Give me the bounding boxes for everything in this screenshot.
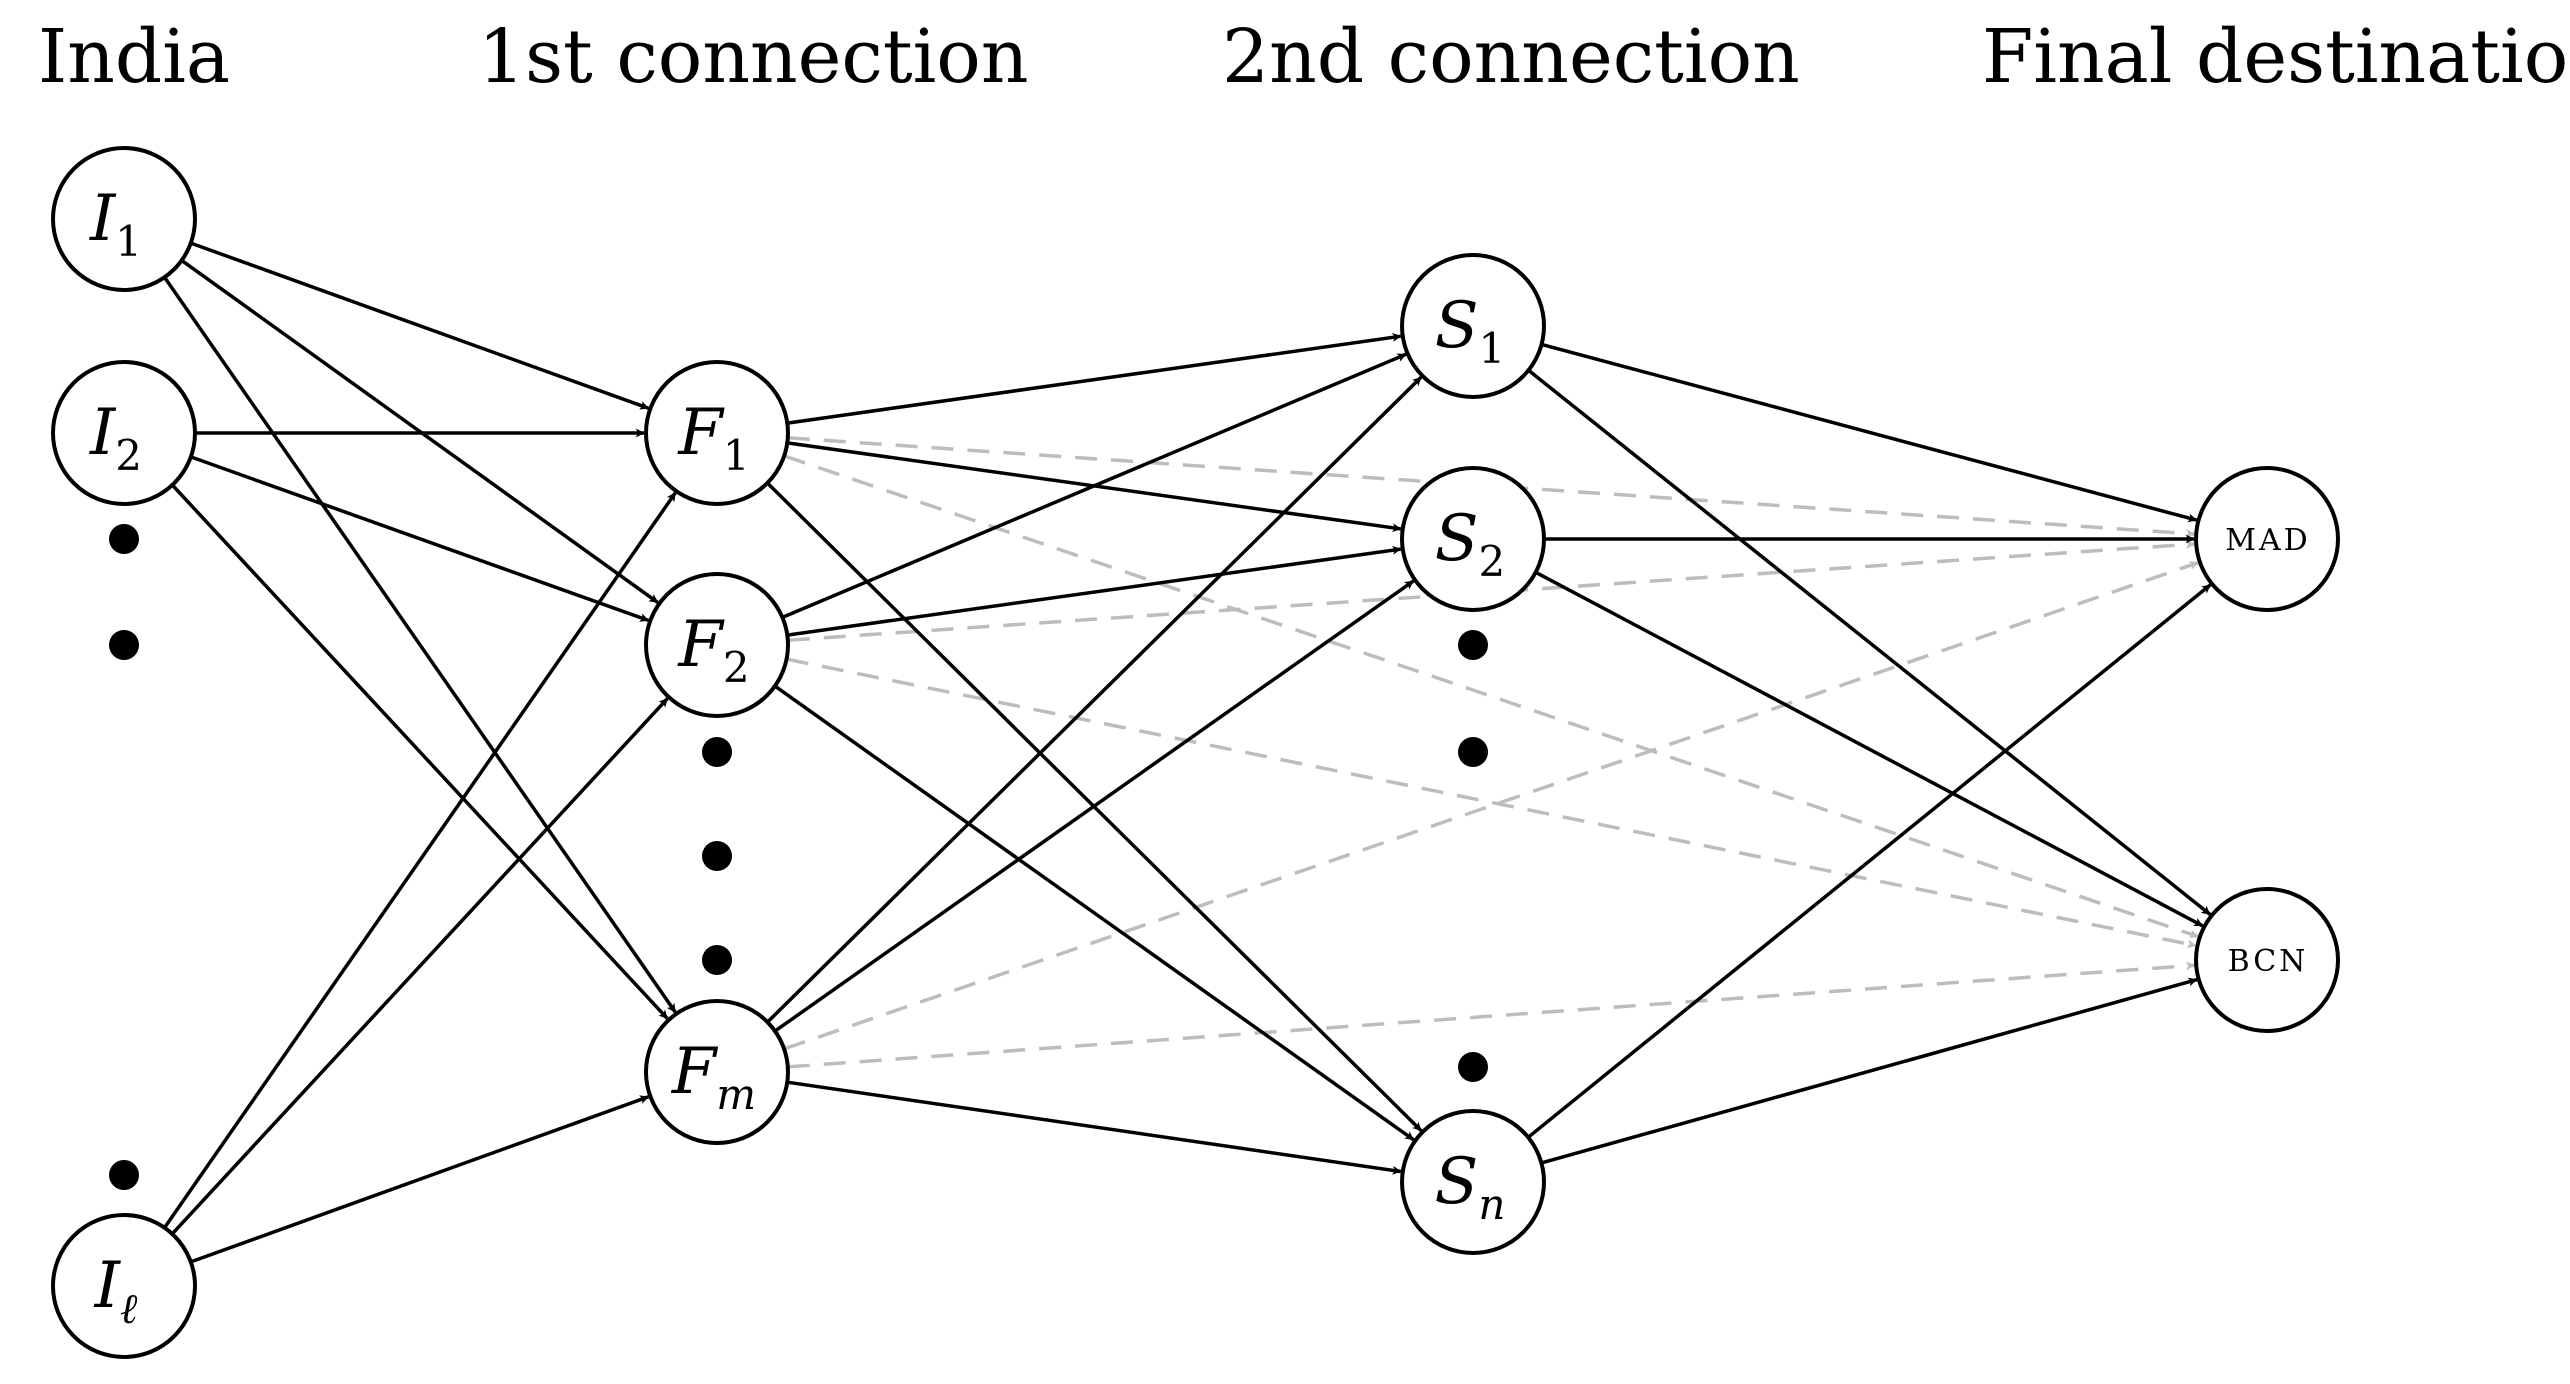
edges-layer bbox=[163, 241, 2212, 1264]
edge-fm-to-sn bbox=[787, 1080, 1402, 1175]
ellipsis-dots bbox=[109, 524, 1488, 1190]
svg-text:MAD: MAD bbox=[2225, 523, 2310, 558]
edge-i1-to-f1 bbox=[190, 241, 650, 410]
edge-s1-to-mad bbox=[1541, 342, 2198, 523]
column-title-1st-connection: 1st connection bbox=[478, 14, 1028, 100]
edge-i2-to-f2 bbox=[190, 455, 650, 623]
edge-f1-to-bcn bbox=[783, 454, 2199, 939]
edge-sn-to-bcn bbox=[1540, 977, 2198, 1165]
ellipsis-dot bbox=[702, 737, 732, 767]
column-title-final-destination: Final destination bbox=[1982, 14, 2570, 100]
edge-il-to-f2 bbox=[170, 697, 669, 1236]
node-bcn: BCN bbox=[2194, 887, 2340, 1033]
svg-text:BCN: BCN bbox=[2228, 944, 2309, 979]
ellipsis-dot bbox=[702, 841, 732, 871]
edge-sn-to-mad bbox=[1527, 583, 2212, 1139]
edge-s2-to-bcn bbox=[1534, 570, 2204, 928]
edge-fm-to-s2 bbox=[773, 579, 1415, 1033]
edge-fm-to-bcn bbox=[787, 961, 2195, 1069]
node-i2: I2 bbox=[51, 360, 197, 506]
ellipsis-dot bbox=[109, 630, 139, 660]
svg-text:Fm: Fm bbox=[671, 1035, 756, 1119]
node-il: Iℓ bbox=[51, 1213, 197, 1359]
edge-f1-to-s1 bbox=[787, 332, 1402, 425]
svg-text:I2: I2 bbox=[89, 396, 142, 480]
node-mad: MAD bbox=[2194, 466, 2340, 612]
ellipsis-dot bbox=[109, 1160, 139, 1190]
ellipsis-dot bbox=[1458, 737, 1488, 767]
edge-f2-to-s1 bbox=[781, 352, 1407, 620]
svg-text:Sn: Sn bbox=[1435, 1145, 1506, 1229]
ellipsis-dot bbox=[109, 524, 139, 554]
node-sn: Sn bbox=[1400, 1109, 1546, 1255]
column-title-2nd-connection: 2nd connection bbox=[1222, 14, 1800, 100]
edge-il-to-f1 bbox=[163, 491, 677, 1229]
svg-text:S1: S1 bbox=[1435, 289, 1506, 373]
edge-f2-to-bcn bbox=[786, 657, 2197, 949]
edge-il-to-fm bbox=[190, 1095, 650, 1264]
svg-text:I1: I1 bbox=[89, 182, 142, 266]
svg-text:F2: F2 bbox=[677, 608, 749, 692]
edge-i1-to-fm bbox=[163, 276, 677, 1014]
node-s2: S2 bbox=[1400, 466, 1546, 612]
svg-text:F1: F1 bbox=[677, 396, 749, 480]
edge-fm-to-mad bbox=[783, 561, 2199, 1051]
svg-text:Iℓ: Iℓ bbox=[94, 1249, 138, 1333]
edge-i2-to-fm bbox=[171, 483, 669, 1020]
ellipsis-dot bbox=[1458, 630, 1488, 660]
node-s1: S1 bbox=[1400, 253, 1546, 399]
edge-fm-to-s1 bbox=[766, 376, 1423, 1024]
node-i1: I1 bbox=[51, 146, 197, 292]
edge-s1-to-bcn bbox=[1527, 368, 2212, 916]
column-title-india: India bbox=[38, 14, 230, 100]
svg-text:S2: S2 bbox=[1435, 502, 1506, 586]
node-f1: F1 bbox=[644, 360, 790, 506]
node-fm: Fm bbox=[644, 999, 790, 1145]
ellipsis-dot bbox=[702, 945, 732, 975]
edge-f2-to-s2 bbox=[787, 545, 1402, 637]
edge-f2-to-sn bbox=[773, 684, 1415, 1142]
node-f2: F2 bbox=[644, 572, 790, 718]
ellipsis-dot bbox=[1458, 1052, 1488, 1082]
